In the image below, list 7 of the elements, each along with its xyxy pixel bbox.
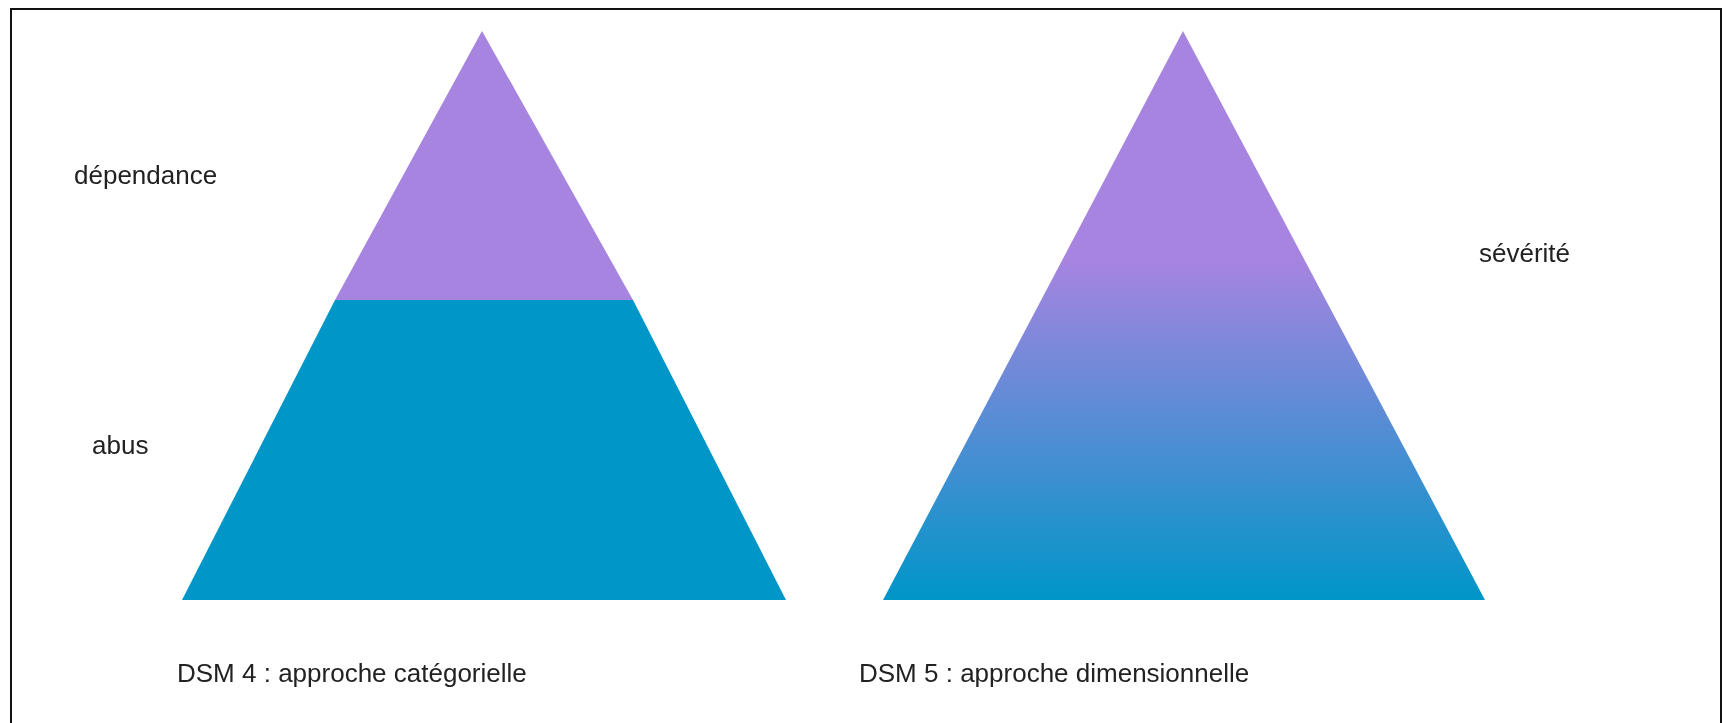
caption: dépendance bbox=[74, 160, 218, 192]
level-label: abus bbox=[92, 430, 149, 462]
pyramid-band bbox=[182, 300, 786, 600]
pyramid-triangle bbox=[335, 31, 633, 300]
caption: DSM 4 : approche catégorielle bbox=[177, 658, 527, 690]
caption: DSM 5 : approche dimensionnelle bbox=[859, 658, 1250, 690]
level-label: sévérité bbox=[1479, 238, 1571, 270]
